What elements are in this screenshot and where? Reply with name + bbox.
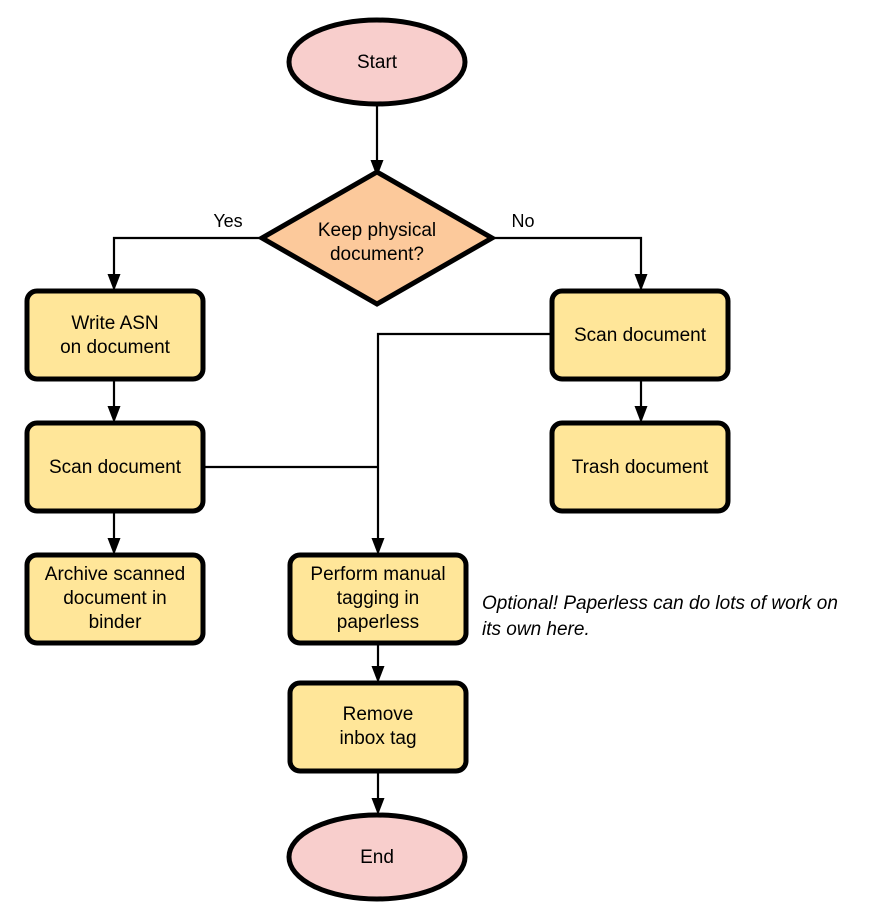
node-end[interactable]: End bbox=[286, 812, 468, 902]
manual-tagging-label-line1: Perform manual bbox=[310, 564, 445, 585]
archive-label-line2: document in bbox=[63, 588, 167, 609]
node-scan-document-right[interactable]: Scan document bbox=[549, 288, 731, 382]
edge-scan-left-to-archive bbox=[107, 511, 121, 555]
decision-label-line2: document? bbox=[330, 244, 424, 265]
node-perform-manual-tagging[interactable]: Perform manual tagging in paperless bbox=[287, 552, 469, 646]
remove-inbox-tag-label-line1: Remove bbox=[343, 704, 414, 725]
remove-inbox-tag-label-line2: inbox tag bbox=[339, 728, 416, 749]
edge-scan-left-to-manual-tagging bbox=[203, 465, 385, 555]
archive-label-line1: Archive scanned bbox=[45, 564, 185, 585]
node-scan-document-left[interactable]: Scan document bbox=[24, 420, 206, 514]
write-asn-box bbox=[24, 288, 206, 382]
edge-decision-no-to-scan-right bbox=[492, 236, 648, 291]
edge-scan-right-to-trash bbox=[634, 379, 648, 423]
node-archive-scanned-document[interactable]: Archive scanned document in binder bbox=[24, 552, 206, 646]
scan-document-left-box bbox=[24, 420, 206, 514]
manual-tagging-box bbox=[287, 552, 469, 646]
remove-inbox-tag-box bbox=[287, 680, 469, 774]
edge-decision-yes-to-write-asn bbox=[107, 236, 262, 291]
decision-label-line1: Keep physical bbox=[318, 220, 436, 241]
annotation-line1: Optional! Paperless can do lots of work … bbox=[482, 593, 838, 614]
node-write-asn-on-document[interactable]: Write ASN on document bbox=[24, 288, 206, 382]
scan-document-right-box bbox=[549, 288, 731, 382]
edge-label-yes: Yes bbox=[213, 211, 242, 231]
edge-manual-tagging-to-remove-inbox bbox=[371, 643, 385, 683]
edge-write-asn-to-scan-left bbox=[107, 379, 121, 423]
write-asn-label-line2: on document bbox=[60, 337, 171, 358]
node-trash-document[interactable]: Trash document bbox=[549, 420, 731, 514]
manual-tagging-label-line3: paperless bbox=[337, 612, 419, 633]
archive-box bbox=[24, 552, 206, 646]
edge-remove-inbox-to-end bbox=[371, 771, 385, 815]
node-start[interactable]: Start bbox=[286, 17, 468, 107]
edge-scan-right-to-manual-tagging bbox=[376, 332, 552, 542]
write-asn-label-line1: Write ASN bbox=[71, 313, 158, 334]
manual-tagging-label-line2: tagging in bbox=[337, 588, 419, 609]
trash-document-label: Trash document bbox=[572, 457, 709, 478]
annotation-line2: its own here. bbox=[482, 619, 590, 640]
annotation-optional-note: Optional! Paperless can do lots of work … bbox=[482, 593, 838, 640]
start-label: Start bbox=[357, 52, 398, 73]
archive-label-line3: binder bbox=[89, 612, 142, 633]
trash-document-box bbox=[549, 420, 731, 514]
end-ellipse bbox=[286, 812, 468, 902]
scan-document-left-label: Scan document bbox=[49, 457, 182, 478]
end-label: End bbox=[360, 847, 394, 868]
node-remove-inbox-tag[interactable]: Remove inbox tag bbox=[287, 680, 469, 774]
edge-label-no: No bbox=[511, 211, 534, 231]
scan-document-right-label: Scan document bbox=[574, 325, 707, 346]
start-ellipse bbox=[286, 17, 468, 107]
edge-start-to-decision bbox=[370, 105, 384, 177]
decision-diamond bbox=[256, 169, 498, 307]
node-decision-keep-physical-document[interactable]: Keep physical document? bbox=[256, 169, 498, 307]
